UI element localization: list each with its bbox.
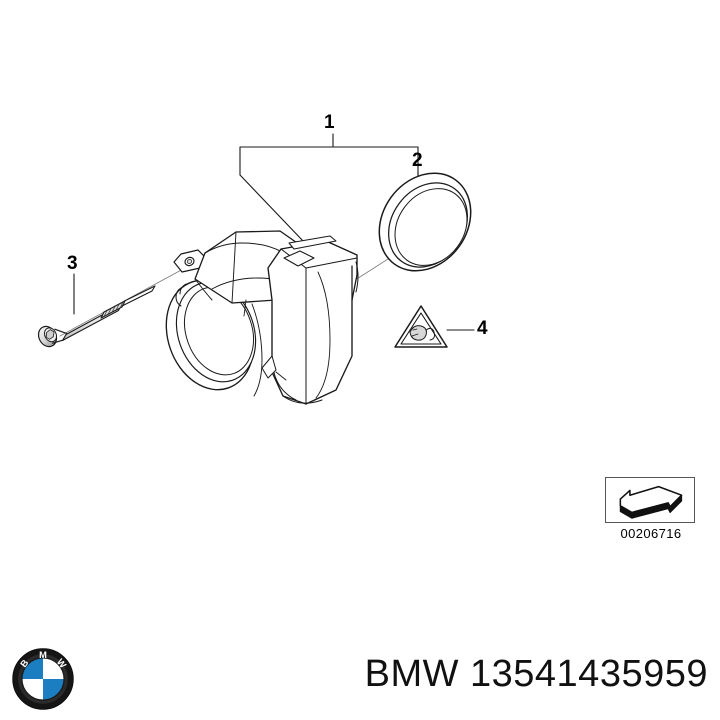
diagram-id-caption: 00206716 (620, 526, 682, 541)
callout-number-1: 1 (324, 112, 335, 133)
callout-number-4: 4 (477, 318, 488, 339)
diagram-id-block: 00206716 (605, 477, 697, 541)
svg-text:M: M (39, 650, 47, 660)
footer-bar: B M W BMW 13541435959 (0, 642, 720, 720)
part-warning-triangle (394, 305, 448, 348)
part-number-text: BMW 13541435959 (364, 653, 708, 695)
callout-number-2: 2 (412, 150, 423, 171)
svg-text:B: B (19, 658, 31, 670)
arrow-block-icon (619, 485, 683, 519)
diagram-id-frame (605, 477, 695, 523)
part-o-ring (378, 172, 472, 272)
part-bolt (37, 285, 156, 348)
part-throttle-body (165, 230, 359, 405)
throttle-bore-flange (165, 279, 257, 391)
callout-number-3: 3 (67, 253, 78, 274)
bmw-roundel-icon: B M W (12, 648, 74, 710)
callout-leader-1 (239, 133, 419, 243)
